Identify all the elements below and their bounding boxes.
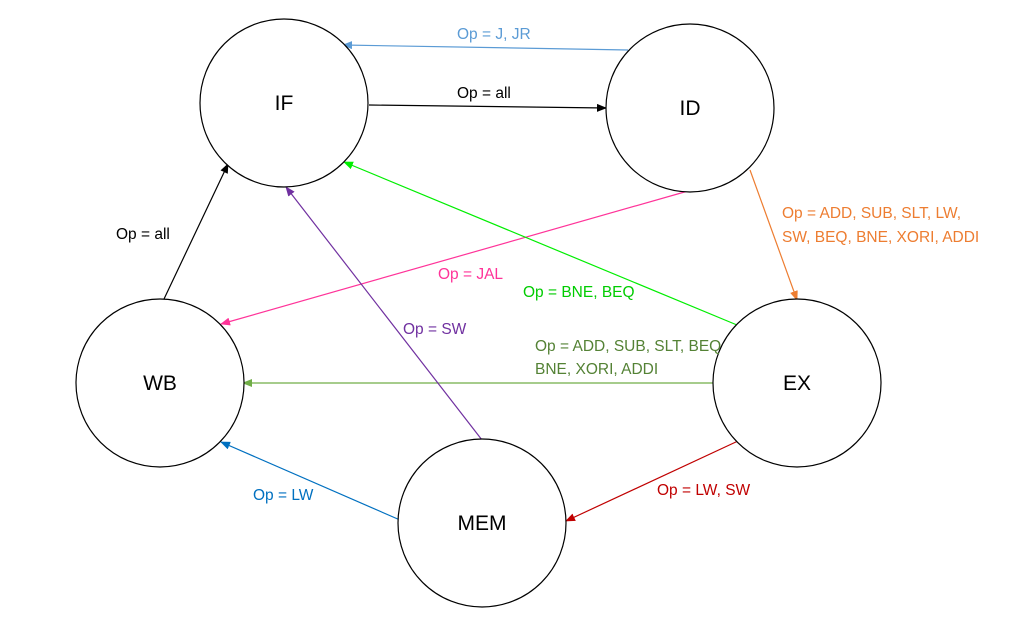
edge-ex-to-wb-label-line2: BNE, XORI, ADDI <box>535 361 658 378</box>
node-wb-label: WB <box>143 372 177 395</box>
edge-id-to-if-label: Op = J, JR <box>457 26 531 43</box>
node-mem: MEM <box>397 438 567 608</box>
node-id-label: ID <box>680 97 701 120</box>
edge-id-to-wb <box>220 190 689 326</box>
node-if: IF <box>199 18 369 188</box>
edge-ex-to-if <box>343 161 738 326</box>
node-if-label: IF <box>275 92 294 115</box>
edge-id-to-ex-label-line2: SW, BEQ, BNE, XORI, ADDI <box>782 229 979 246</box>
edge-if-to-id-label: Op = all <box>457 85 511 102</box>
edge-mem-to-if-label: Op = SW <box>403 321 467 338</box>
edge-id-to-wb-label: Op = JAL <box>438 266 503 283</box>
edge-ex-to-wb-label-line1: Op = ADD, SUB, SLT, BEQ <box>535 338 721 355</box>
edge-ex-to-mem <box>565 440 739 522</box>
node-ex: EX <box>712 298 882 468</box>
edge-id-to-ex <box>749 169 798 301</box>
edge-mem-to-wb <box>220 441 401 521</box>
edge-if-to-id <box>368 103 607 112</box>
edge-ex-to-mem-label: Op = LW, SW <box>657 482 751 499</box>
node-ex-label: EX <box>783 372 811 395</box>
edge-mem-to-wb-label: Op = LW <box>253 487 314 504</box>
edge-id-to-if <box>342 41 629 51</box>
edge-id-to-ex-label-line1: Op = ADD, SUB, SLT, LW, <box>782 205 961 222</box>
edge-wb-to-if-label: Op = all <box>116 226 170 243</box>
edge-wb-to-if <box>163 163 229 300</box>
node-mem-label: MEM <box>458 512 507 535</box>
edge-mem-to-if <box>285 186 483 441</box>
node-id: ID <box>605 23 775 193</box>
edge-ex-to-if-label: Op = BNE, BEQ <box>523 284 635 301</box>
node-wb: WB <box>75 298 245 468</box>
